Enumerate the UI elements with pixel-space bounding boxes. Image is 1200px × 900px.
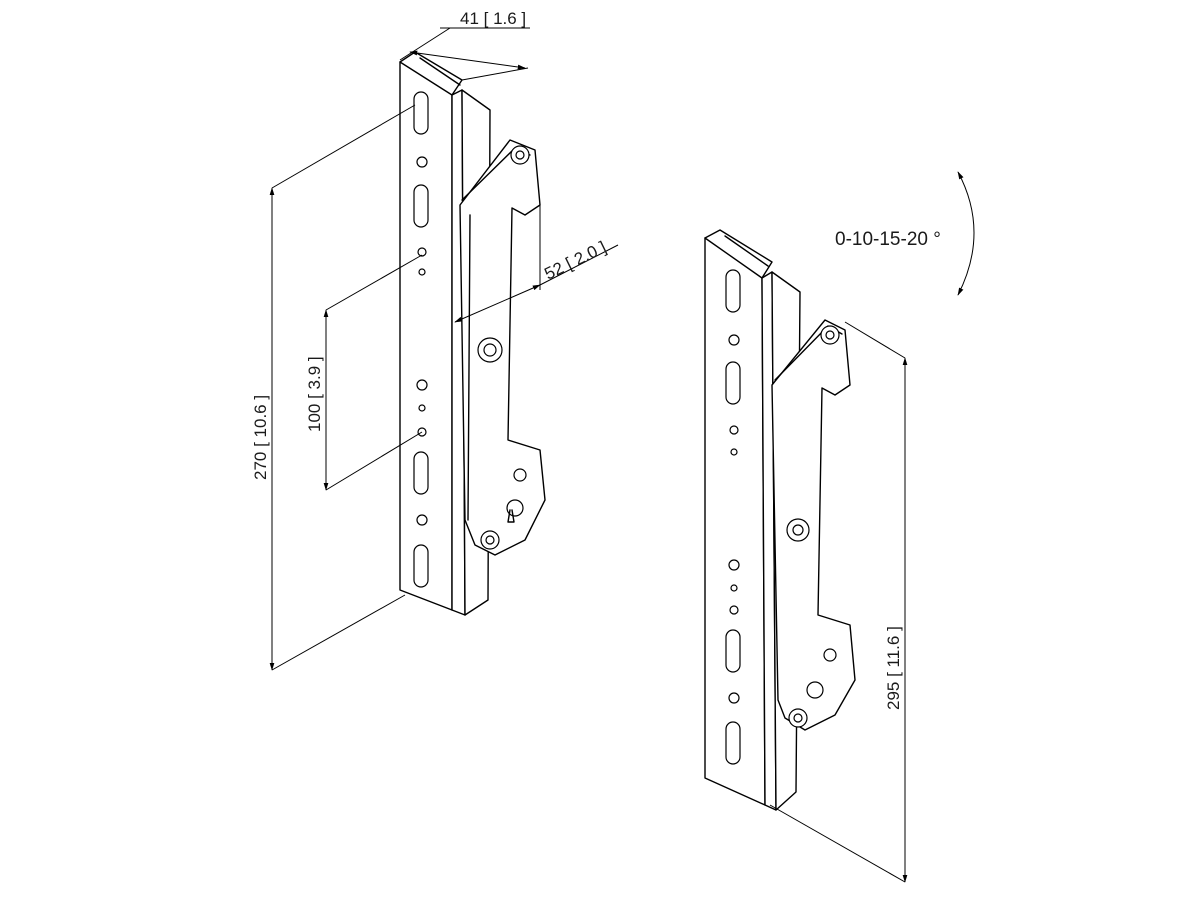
left-bracket [399, 51, 546, 616]
right-height-dimension-label: 295 [ 11.6 ] [884, 626, 903, 710]
right-height-dimension: 295 [ 11.6 ] [769, 321, 908, 883]
depth-dimension: 41 [ 1.6 ] [399, 9, 530, 81]
depth-dimension-label: 41 [ 1.6 ] [460, 9, 526, 28]
hole-spacing-dimension: 100 [ 3.9 ] [305, 254, 423, 491]
hole-spacing-dimension-label: 100 [ 3.9 ] [305, 356, 324, 432]
right-bracket [704, 229, 856, 811]
offset-dimension-label: 52 [ 2.0 ] [541, 238, 609, 284]
left-height-dimension-label: 270 [ 10.6 ] [251, 395, 270, 480]
tilt-angles-label: 0-10-15-20 ° [835, 229, 941, 250]
tilt-angle-indicator: 0-10-15-20 ° [835, 171, 975, 296]
left-height-dimension: 270 [ 10.6 ] [251, 104, 416, 671]
